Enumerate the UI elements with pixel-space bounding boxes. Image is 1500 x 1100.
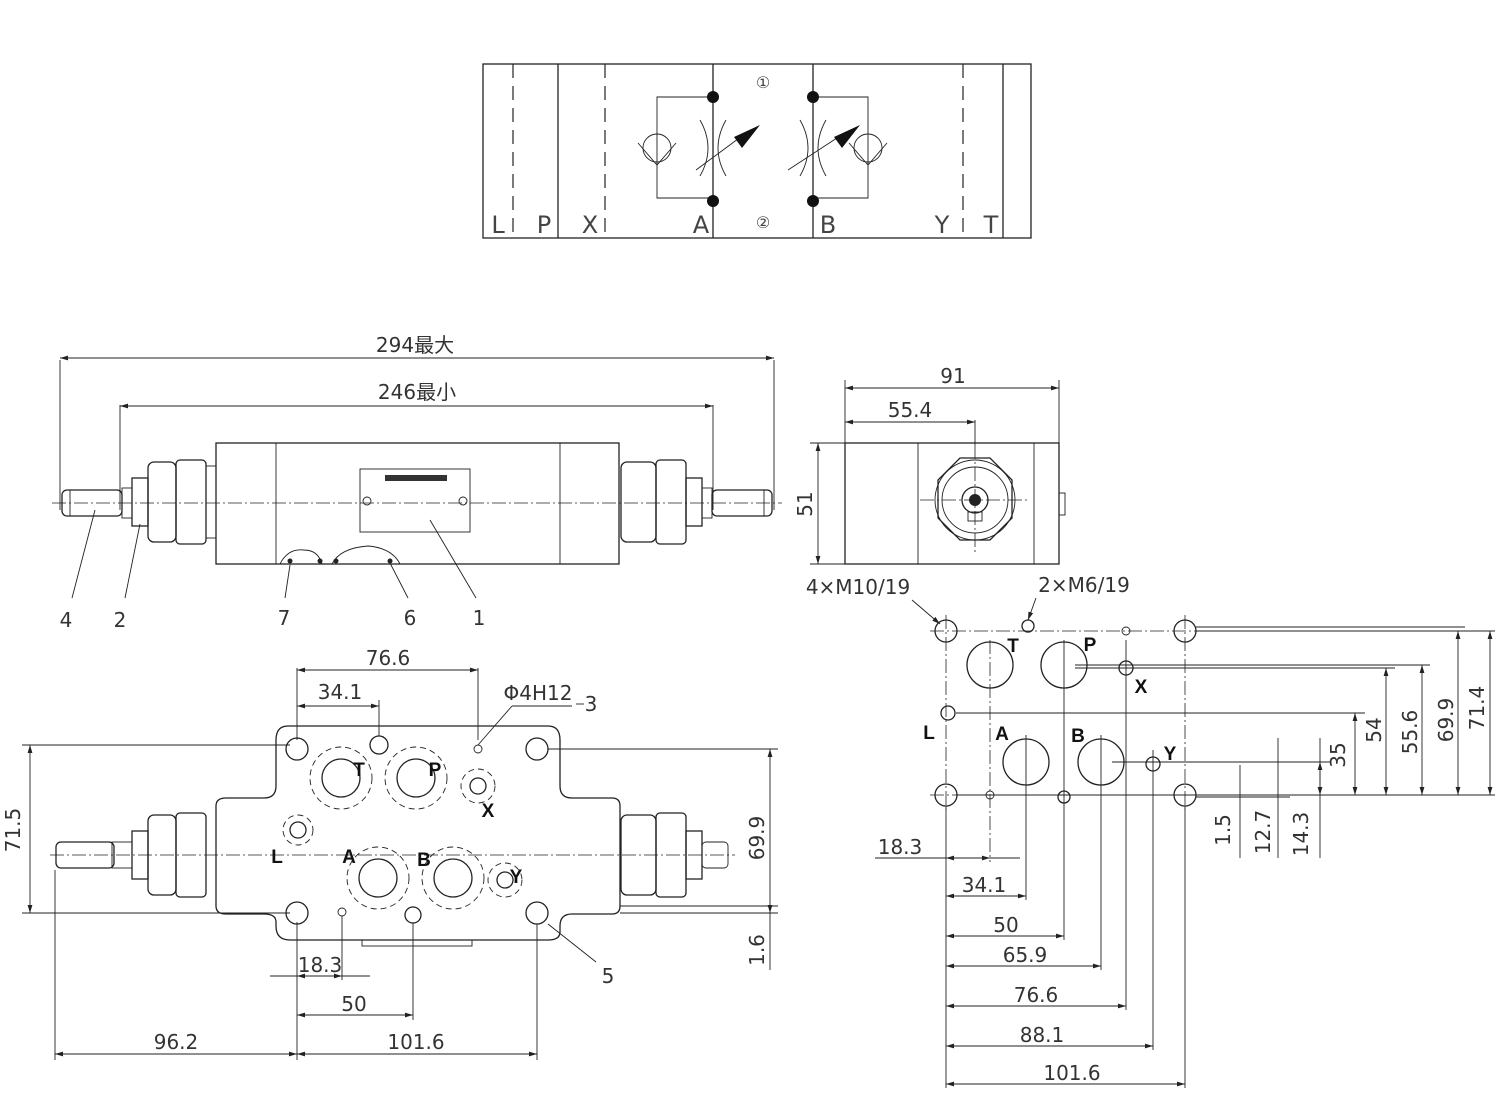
bottom-port-l: L — [271, 847, 283, 868]
mount-dim-12-7: 12.7 — [1251, 810, 1275, 855]
port-label-a: A — [693, 211, 710, 239]
port-label-t: T — [983, 211, 999, 239]
side-view: 91 55.4 51 — [793, 364, 1066, 565]
mount-port-t: T — [1007, 636, 1019, 657]
mount-dim-54: 54 — [1362, 717, 1386, 742]
dim-51: 51 — [793, 491, 817, 516]
dim-18-3: 18.3 — [298, 953, 343, 977]
dim-96-2: 96.2 — [154, 1030, 199, 1054]
dim-50: 50 — [341, 992, 366, 1016]
bottom-port-y: Y — [510, 867, 523, 888]
mount-dim-65-9: 65.9 — [1003, 943, 1048, 967]
dim-294-max: 294最大 — [376, 333, 454, 357]
dim-101-6: 101.6 — [387, 1030, 444, 1054]
bottom-port-b: B — [417, 850, 431, 871]
mount-dim-1-5: 1.5 — [1211, 814, 1235, 846]
dim-91: 91 — [940, 364, 965, 388]
port-label-p: P — [537, 211, 551, 239]
port-label-y: Y — [934, 211, 950, 239]
mount-dim-88-1: 88.1 — [1020, 1023, 1065, 1047]
thread-4xm10: 4×M10/19 — [806, 575, 910, 599]
mount-port-a: A — [995, 724, 1009, 745]
callout-6: 6 — [404, 606, 417, 630]
mount-dim-76-6: 76.6 — [1014, 983, 1059, 1007]
mounting-pattern: T P X L A B Y 4×M10/19 2×M6/19 18.3 34.1… — [806, 573, 1495, 1088]
mount-dim-71-4: 71.4 — [1465, 686, 1489, 731]
bottom-view: T P X L A B Y 76.6 34.1 Φ4H12 3 71.5 69.… — [1, 646, 778, 1060]
mount-dim-55-6: 55.6 — [1398, 710, 1422, 755]
port-label-l: L — [491, 211, 505, 239]
circle-one-label: ① — [756, 73, 770, 92]
bottom-port-t: T — [353, 760, 365, 781]
port-label-b: B — [820, 211, 836, 239]
hydraulic-symbol: ① ② L P X A B Y T — [482, 63, 1032, 239]
mount-dim-18-3: 18.3 — [878, 835, 923, 859]
circle-two-label: ② — [756, 213, 770, 232]
callout-7: 7 — [278, 606, 291, 630]
mount-dim-101-6: 101.6 — [1043, 1061, 1100, 1085]
dim-55-4: 55.4 — [888, 398, 933, 422]
bottom-port-p: P — [429, 760, 442, 781]
callout-3: 3 — [585, 692, 598, 716]
mount-port-x: X — [1135, 677, 1148, 698]
mount-port-l: L — [923, 723, 935, 744]
dim-34-1: 34.1 — [318, 680, 363, 704]
mount-dim-35: 35 — [1326, 742, 1350, 767]
mount-dim-69-9: 69.9 — [1434, 698, 1458, 743]
bottom-port-x: X — [482, 801, 495, 822]
mount-port-b: B — [1071, 726, 1085, 747]
callout-5: 5 — [602, 964, 615, 988]
dim-69-9: 69.9 — [745, 816, 769, 861]
dim-246-min: 246最小 — [378, 380, 456, 404]
dim-1-6: 1.6 — [745, 934, 769, 966]
mount-dim-14-3: 14.3 — [1289, 812, 1313, 857]
dim-71-5: 71.5 — [1, 808, 25, 853]
front-view: 294最大 246最小 — [52, 333, 782, 632]
mount-port-p: P — [1084, 635, 1097, 656]
port-label-x: X — [582, 211, 598, 239]
callout-4: 4 — [60, 608, 73, 632]
mount-port-y: Y — [1164, 744, 1177, 765]
dim-76-6: 76.6 — [366, 646, 411, 670]
callout-2: 2 — [114, 608, 127, 632]
callout-1: 1 — [473, 606, 486, 630]
mount-dim-34-1: 34.1 — [962, 873, 1007, 897]
bottom-port-a: A — [342, 847, 356, 868]
thread-2xm6: 2×M6/19 — [1038, 573, 1130, 597]
dim-hole-phi4: Φ4H12 — [504, 681, 573, 705]
mount-dim-50: 50 — [993, 913, 1018, 937]
